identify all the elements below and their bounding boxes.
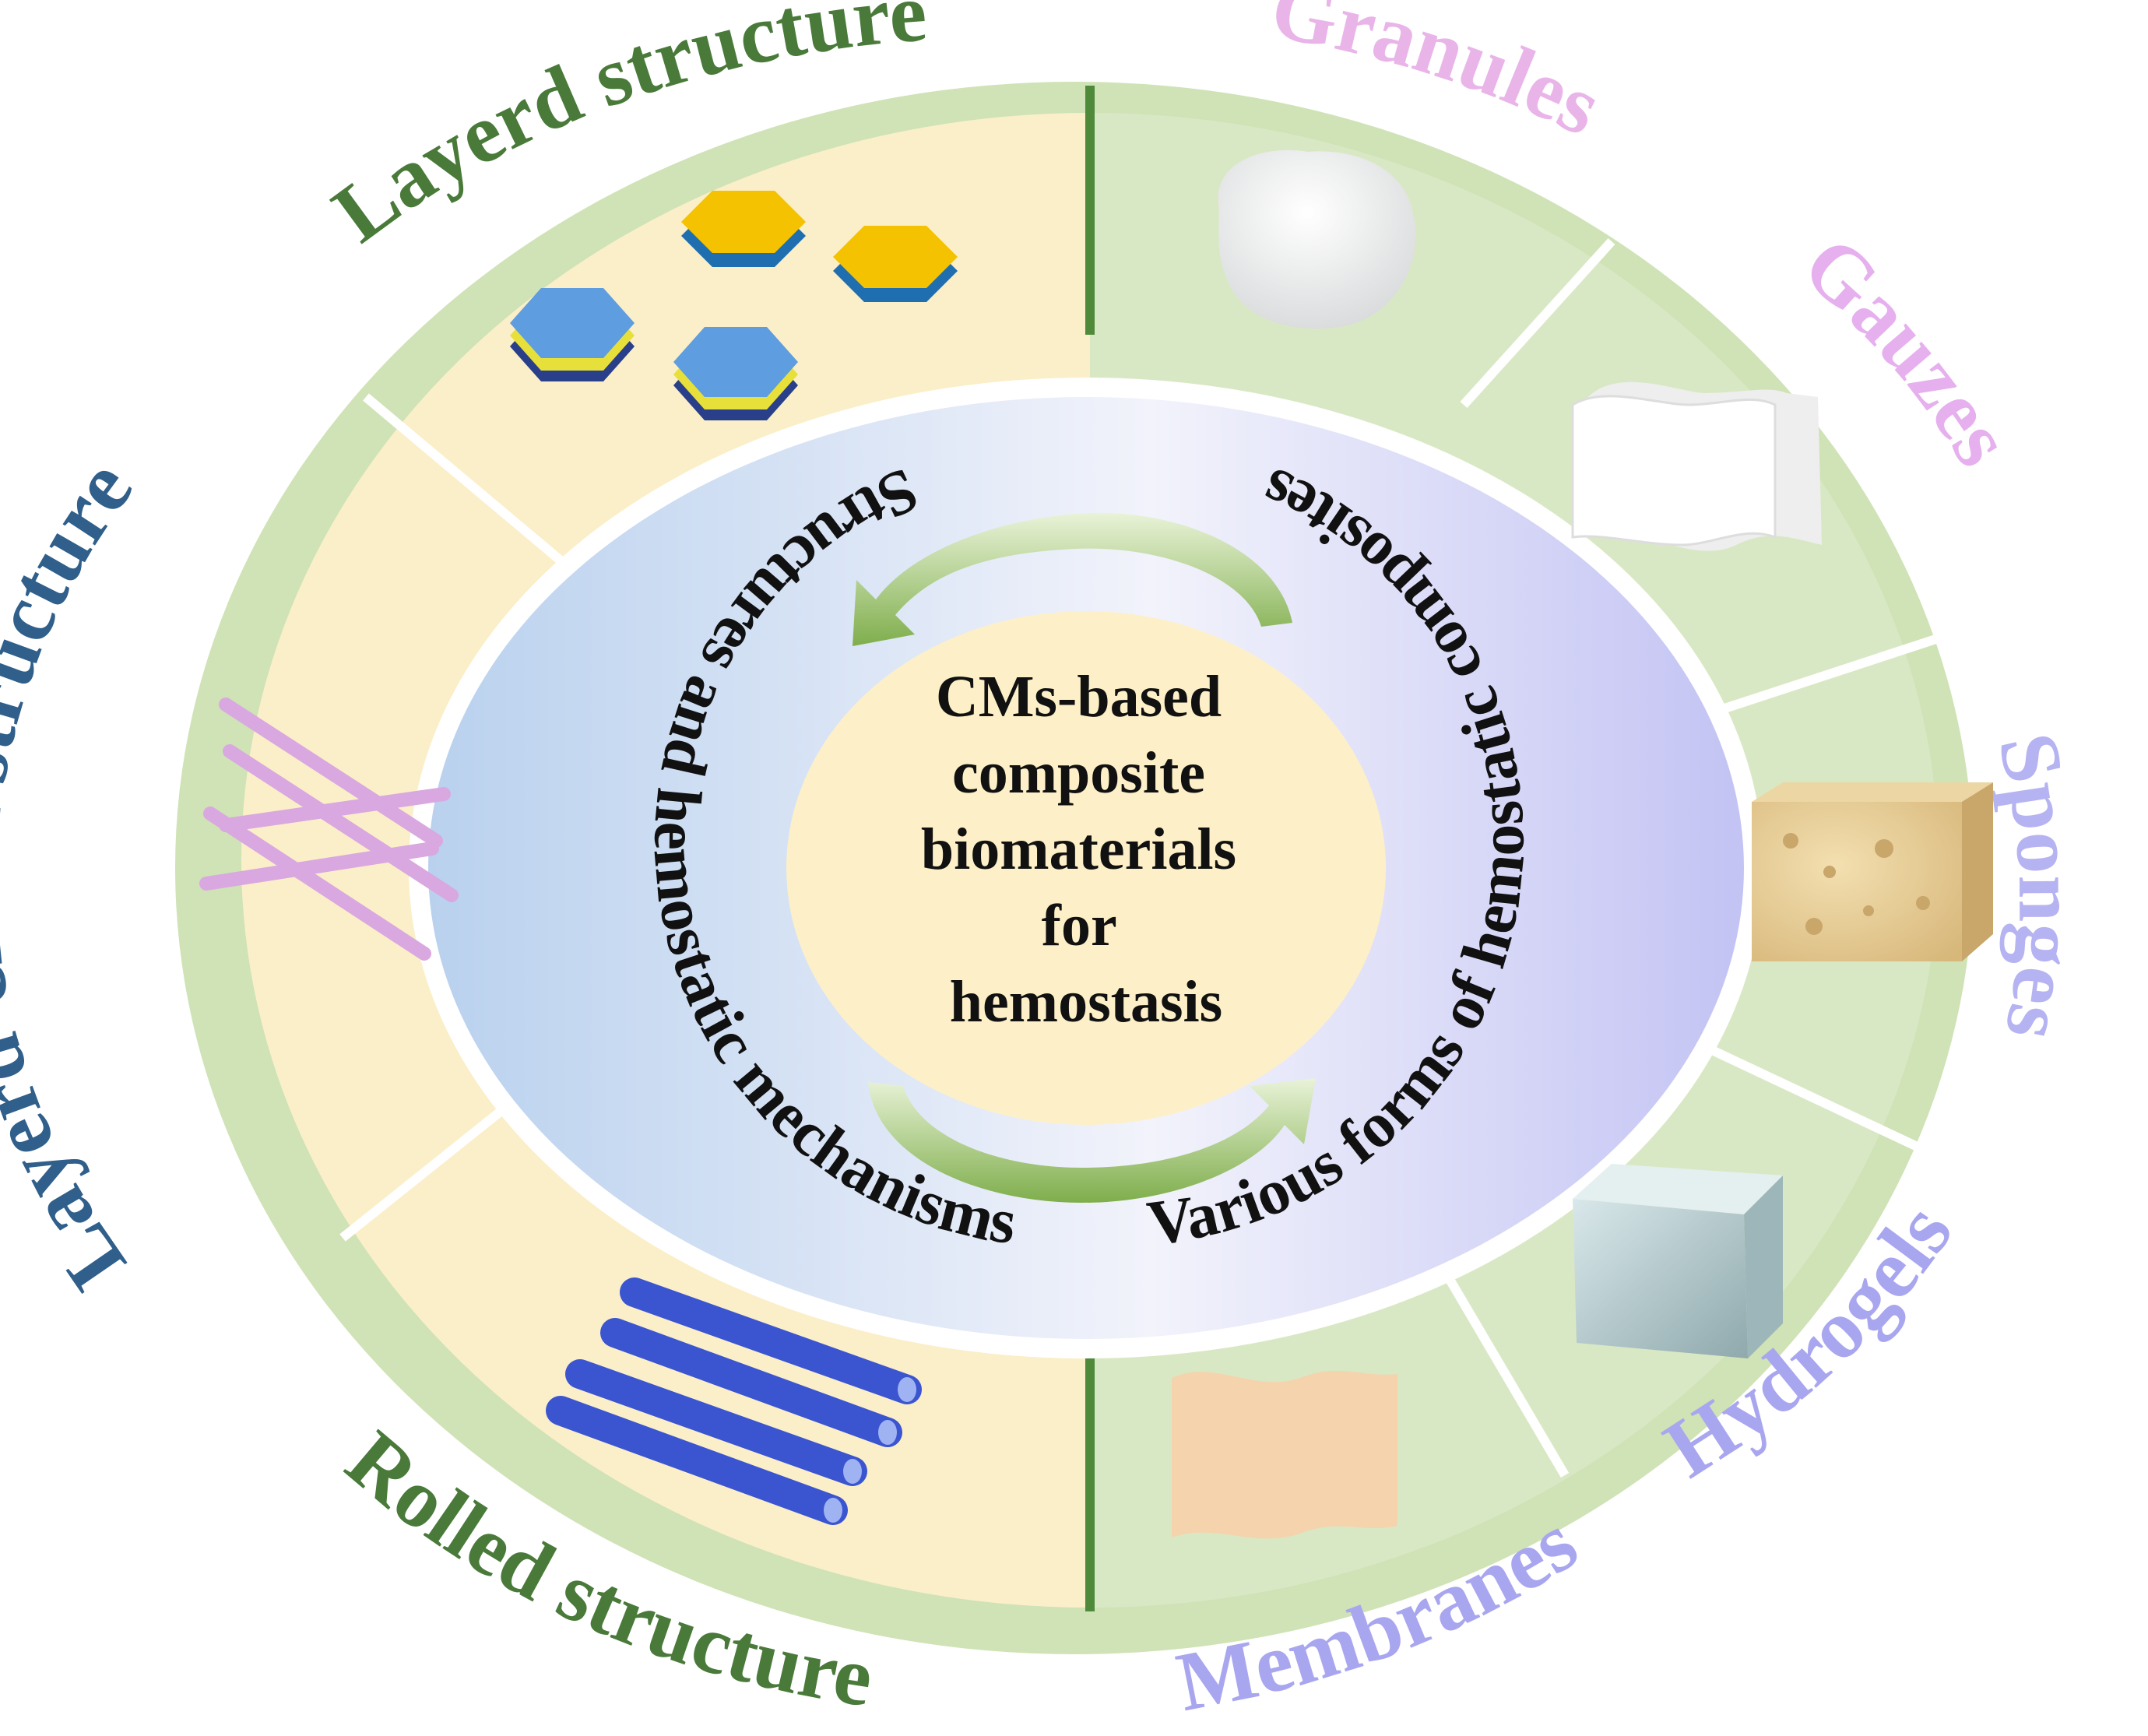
nanotube-rolls-icon xyxy=(546,1277,922,1525)
membrane-sheet-icon xyxy=(1172,1370,1397,1539)
granule-powder-icon xyxy=(1218,149,1416,329)
cycle-arrow-icon xyxy=(853,512,1292,646)
hydrogel-cube-icon xyxy=(1573,1164,1783,1358)
center-line-3: biomaterials xyxy=(921,817,1236,882)
divider-line xyxy=(1460,237,1615,409)
gauze-sheet-icon xyxy=(1571,381,1822,551)
layered-chain-structure-label: Layerd-chain structure xyxy=(0,444,150,1306)
divider-line xyxy=(363,393,564,564)
center-ellipse xyxy=(786,611,1386,1125)
center-line-5: hemostasis xyxy=(950,969,1222,1035)
center-title: CMs-based composite biomaterials for hem… xyxy=(921,664,1251,1035)
center-line-1: CMs-based xyxy=(936,664,1222,729)
center-line-4: for xyxy=(1042,893,1116,958)
crossed-rods-icon xyxy=(199,698,459,961)
sponge-block-icon xyxy=(1752,782,1993,961)
sponges-label: Sponges xyxy=(1981,725,2094,1047)
cycle-arrow-icon xyxy=(868,1078,1316,1203)
center-line-2: composite xyxy=(952,740,1205,806)
divider-line xyxy=(1695,1038,1964,1172)
divider-line xyxy=(1711,626,1963,717)
divider-line xyxy=(1443,1274,1570,1478)
hexagon-platelets-icon xyxy=(510,191,958,420)
